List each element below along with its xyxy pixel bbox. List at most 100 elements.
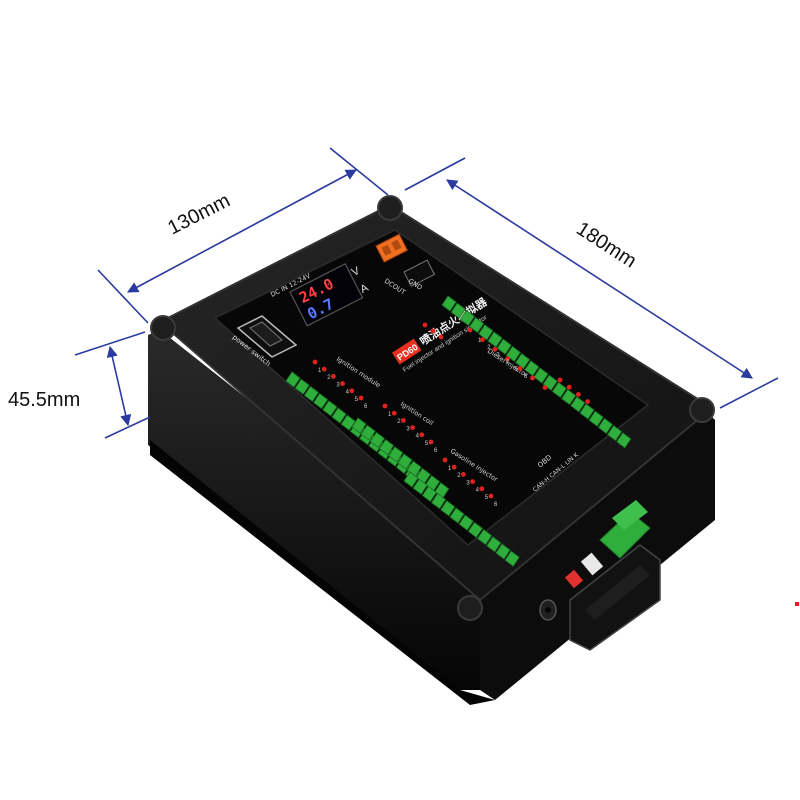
terminal-pin[interactable] bbox=[477, 529, 493, 546]
terminal-pin[interactable] bbox=[331, 407, 347, 424]
led-indicator bbox=[349, 388, 355, 394]
power-switch[interactable] bbox=[236, 315, 298, 358]
terminal-pin[interactable] bbox=[369, 431, 385, 448]
terminal-pin[interactable] bbox=[504, 550, 520, 567]
channel-number: 2 bbox=[327, 375, 331, 381]
channel-number: 4 bbox=[476, 488, 480, 494]
terminal-pin[interactable] bbox=[495, 543, 511, 560]
led-indicator bbox=[470, 479, 475, 484]
terminal-pin[interactable] bbox=[458, 514, 474, 531]
led-indicator bbox=[479, 486, 485, 492]
terminal-pin[interactable] bbox=[379, 439, 395, 456]
terminal-pin[interactable] bbox=[570, 396, 586, 413]
led-indicator bbox=[442, 457, 448, 463]
terminal-pin[interactable] bbox=[467, 521, 483, 538]
terminal-pin[interactable] bbox=[616, 432, 632, 449]
dc-barrel-jack[interactable] bbox=[539, 599, 557, 621]
led-indicator bbox=[585, 399, 590, 404]
terminal-pin[interactable] bbox=[351, 417, 367, 434]
terminal-pin[interactable] bbox=[597, 417, 613, 434]
side-green-terminal[interactable] bbox=[599, 500, 651, 559]
led-indicator bbox=[492, 346, 498, 352]
channel-number: 6 bbox=[494, 502, 498, 508]
led-indicator bbox=[419, 432, 425, 438]
screw bbox=[377, 195, 403, 221]
terminal-pin[interactable] bbox=[340, 414, 356, 431]
terminal-pin[interactable] bbox=[607, 425, 623, 442]
terminal-pin[interactable] bbox=[294, 378, 310, 395]
led-indicator bbox=[517, 366, 523, 371]
terminal-pin[interactable] bbox=[403, 471, 419, 488]
height-label: 45.5mm bbox=[8, 389, 80, 411]
channel-number: 1 bbox=[318, 368, 322, 374]
led-indicator bbox=[428, 439, 434, 445]
channel-number: 5 bbox=[355, 397, 359, 403]
channel-number: 5 bbox=[485, 495, 489, 501]
led-indicator bbox=[488, 493, 494, 499]
terminal-pin[interactable] bbox=[449, 507, 465, 524]
terminal-pin[interactable] bbox=[561, 389, 577, 406]
banana-jack-red[interactable] bbox=[564, 569, 584, 589]
led-indicator bbox=[321, 366, 327, 372]
led-indicator bbox=[461, 472, 466, 477]
channel-number: 3 bbox=[406, 426, 410, 432]
terminal-pin[interactable] bbox=[551, 381, 567, 398]
terminal-pin[interactable] bbox=[360, 424, 376, 441]
led-indicator bbox=[451, 464, 457, 470]
led-indicator bbox=[410, 425, 415, 430]
dimension-height: 45.5mm bbox=[8, 331, 151, 439]
terminal-pin[interactable] bbox=[303, 385, 319, 402]
terminal-pin[interactable] bbox=[431, 493, 447, 510]
enclosure-left-face bbox=[148, 330, 490, 690]
led-indicator bbox=[557, 377, 563, 383]
led-indicator bbox=[542, 385, 548, 390]
width-label: 130mm bbox=[164, 190, 233, 240]
terminal-pin[interactable] bbox=[322, 400, 338, 417]
terminal-pin[interactable] bbox=[412, 478, 428, 495]
length-label: 180mm bbox=[572, 218, 640, 273]
terminal-pin[interactable] bbox=[579, 403, 595, 420]
screw bbox=[689, 397, 715, 423]
led-indicator bbox=[312, 359, 318, 365]
screw bbox=[457, 595, 483, 621]
terminal-pin[interactable] bbox=[440, 500, 456, 517]
led-indicator bbox=[530, 375, 535, 381]
enclosure-right-face bbox=[480, 410, 715, 700]
dcout-connector[interactable] bbox=[375, 233, 409, 263]
led-indicator bbox=[401, 418, 406, 423]
channel-number: 2 bbox=[457, 473, 461, 479]
terminal-pin[interactable] bbox=[486, 536, 502, 553]
channel-number: 4 bbox=[416, 434, 420, 440]
led-indicator bbox=[331, 374, 336, 379]
channel-number: 1 bbox=[388, 412, 392, 418]
channel-number: 1 bbox=[448, 466, 452, 472]
terminal-pin[interactable] bbox=[421, 485, 437, 502]
edge-mark bbox=[795, 602, 799, 606]
obd-connector[interactable] bbox=[569, 544, 661, 651]
led-indicator bbox=[391, 410, 397, 416]
terminal-pin[interactable] bbox=[285, 371, 301, 388]
channel-number: 3 bbox=[466, 480, 470, 486]
channel-number: 3 bbox=[336, 382, 340, 388]
led-indicator bbox=[467, 327, 473, 333]
terminal-pin[interactable] bbox=[388, 446, 404, 463]
gnd-connector[interactable] bbox=[403, 259, 436, 287]
led-indicator bbox=[438, 334, 444, 340]
led-indicator bbox=[422, 322, 428, 328]
led-indicator bbox=[382, 403, 388, 409]
terminal-pin[interactable] bbox=[313, 393, 329, 410]
led-indicator bbox=[358, 395, 364, 401]
terminal-pin[interactable] bbox=[588, 410, 604, 427]
led-indicator bbox=[576, 392, 581, 397]
terminal-pin[interactable] bbox=[397, 453, 413, 470]
brand-badge bbox=[392, 338, 422, 365]
screw bbox=[150, 315, 176, 341]
banana-jack-white[interactable] bbox=[580, 552, 604, 576]
channel-number: 5 bbox=[425, 441, 429, 447]
channel-number: 6 bbox=[364, 404, 368, 410]
channel-number: 6 bbox=[434, 448, 438, 454]
led-indicator bbox=[430, 328, 436, 334]
channel-number: 2 bbox=[397, 419, 401, 425]
led-indicator bbox=[566, 384, 572, 390]
